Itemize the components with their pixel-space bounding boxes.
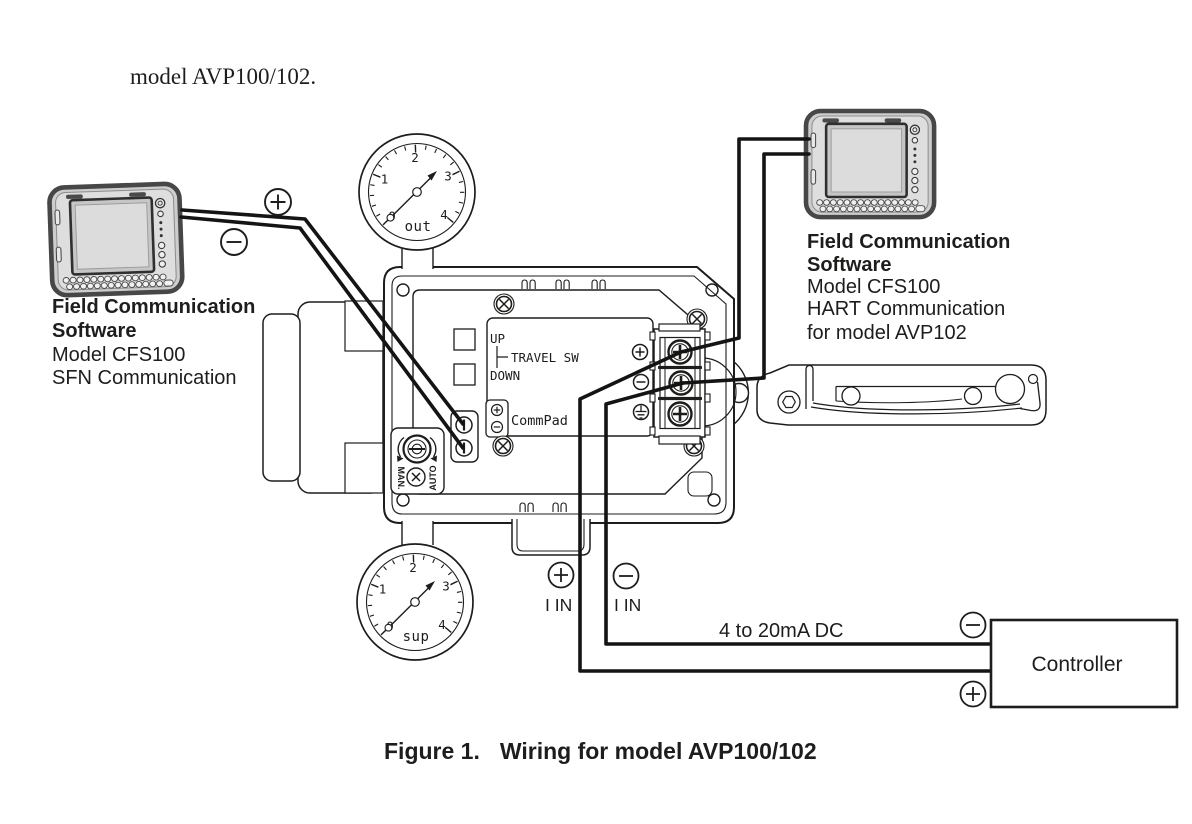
figure-number: Figure 1. — [384, 738, 480, 764]
cross-screw-icon — [493, 293, 515, 315]
input-minus-label: I IN — [614, 595, 641, 615]
wire-sfn-minus — [179, 215, 465, 450]
left-device-label-1: Field Communication — [52, 296, 255, 318]
commpad-strip — [450, 410, 479, 463]
signal-label: 4 to 20mA DC — [719, 620, 844, 642]
figure-caption: Figure 1. Wiring for model AVP100/102 — [384, 738, 817, 764]
right-device-model: Model CFS100 — [807, 276, 940, 298]
commpad-minus-icon — [490, 420, 504, 434]
corner-screw-hole — [396, 283, 410, 297]
gauge-tick-label: 3 — [442, 579, 450, 594]
cross-screw-icon — [492, 435, 514, 457]
roller — [963, 386, 983, 406]
left-device-label-2: Software — [52, 320, 136, 342]
minus-icon — [632, 373, 650, 391]
travel-up-label: UP — [490, 331, 505, 346]
actuator-mount — [262, 300, 384, 494]
roller — [841, 386, 861, 406]
ccw-arrow-icon — [397, 436, 405, 458]
output-gauge: 0 1 2 3 4 out — [358, 133, 476, 269]
controller-plus-icon — [959, 680, 987, 708]
gauge-needle — [387, 585, 432, 629]
ground-terminal-screw — [659, 398, 701, 430]
input-plus-icon — [547, 561, 575, 589]
right-device-applies-to: for model AVP102 — [807, 322, 967, 344]
auto-label: AUTO — [428, 465, 438, 490]
wire-hart-plus — [679, 137, 811, 354]
gauge-tick-label: 1 — [381, 172, 389, 187]
wire-sfn-plus — [180, 208, 465, 426]
right-communicator-device — [806, 111, 934, 217]
up-button — [453, 328, 476, 351]
commpad-plus-icon — [490, 403, 504, 417]
sfn-plus-icon — [264, 188, 292, 216]
gauge-needle — [389, 175, 434, 219]
right-device-label-2: Software — [807, 254, 891, 276]
supply-gauge: 0 1 2 3 4 sup — [356, 521, 474, 661]
nameplate: UP TRAVEL SW DOWN CommPad — [485, 317, 654, 438]
wire-input-minus — [604, 381, 994, 646]
wire-hart-minus — [681, 152, 811, 385]
left-device-protocol: SFN Communication — [52, 367, 237, 389]
figure-title: Wiring for model AVP100/102 — [500, 738, 817, 764]
gauge-tick-label: 4 — [438, 617, 446, 632]
commpad-terminal — [485, 399, 509, 438]
left-communicator-device — [49, 183, 183, 295]
gauge-tick-label: 4 — [440, 207, 448, 222]
controller-label: Controller — [1031, 653, 1122, 676]
travel-sw-label: TRAVEL SW — [511, 350, 579, 365]
corner-screw-hole — [705, 283, 719, 297]
sup-gauge-label: sup — [403, 629, 430, 645]
out-gauge-label: out — [405, 219, 432, 235]
corner-screw-hole — [707, 493, 721, 507]
right-device-label-1: Field Communication — [807, 231, 1010, 253]
gauge-tick-label: 2 — [411, 150, 419, 165]
gauge-tick-label: 3 — [444, 169, 452, 184]
leaf-spring — [812, 402, 1021, 411]
plus-icon — [631, 343, 649, 361]
cable-entry — [511, 519, 591, 556]
wire-input-plus — [578, 350, 994, 673]
input-plus-label: I IN — [545, 595, 572, 615]
input-minus-icon — [612, 562, 640, 590]
gauge-tick-label: 1 — [379, 582, 387, 597]
intro-text: model AVP100/102. — [130, 64, 316, 89]
controller-minus-icon — [959, 611, 987, 639]
manual-auto-switch: MAN. AUTO — [390, 427, 445, 495]
down-button — [453, 363, 476, 386]
sfn-minus-icon — [220, 228, 248, 256]
right-device-protocol: HART Communication — [807, 298, 1005, 320]
travel-down-label: DOWN — [490, 368, 520, 383]
gauge-tick-label: 2 — [409, 560, 417, 575]
ground-icon — [632, 403, 650, 421]
left-device-model: Model CFS100 — [52, 344, 185, 366]
controller-box: Controller — [989, 618, 1179, 709]
cw-arrow-icon — [429, 436, 437, 458]
feedback-lever — [728, 360, 1047, 426]
commpad-label: CommPad — [511, 413, 568, 429]
manual-label: MAN. — [396, 467, 406, 490]
